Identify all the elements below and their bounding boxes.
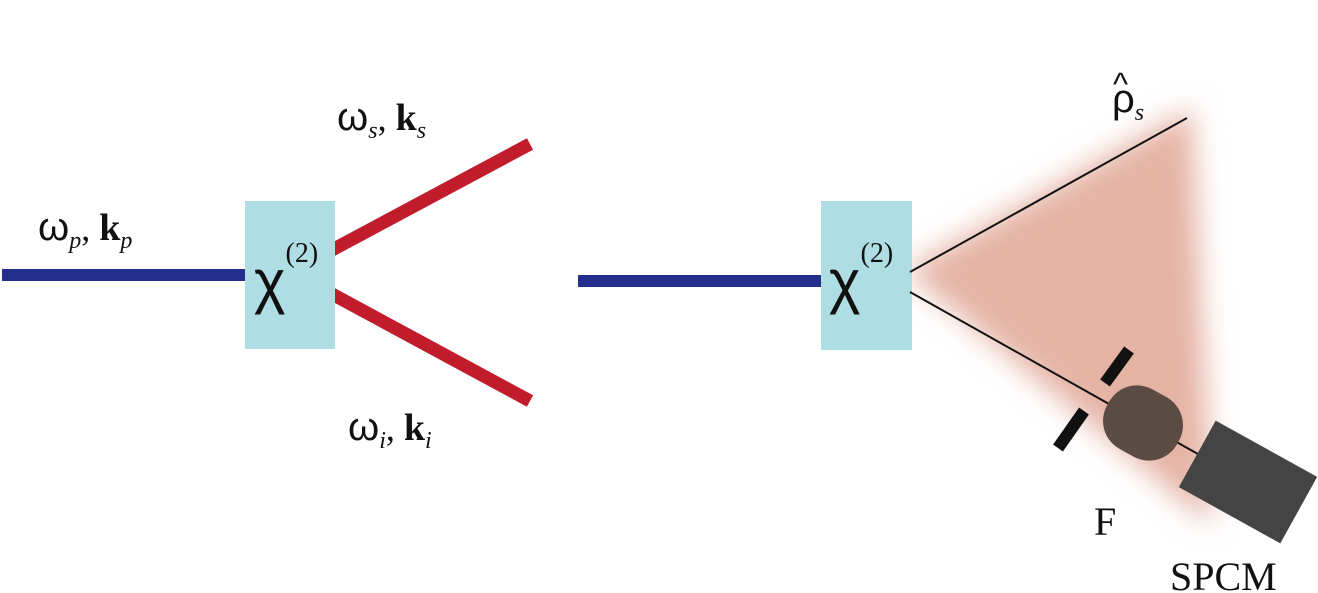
signal-k-sub: s bbox=[417, 118, 426, 144]
filter-label: F bbox=[1094, 499, 1116, 544]
idler-label: ωi, ki bbox=[348, 405, 432, 454]
right-setup: χ(2) ρs ^ F SPCM bbox=[578, 66, 1318, 593]
signal-sep: , bbox=[378, 98, 396, 138]
idler-k-sub: i bbox=[425, 428, 432, 454]
pump-omega-sub: p bbox=[67, 228, 81, 254]
state-sub: s bbox=[1135, 100, 1144, 126]
idler-sep: , bbox=[386, 408, 404, 448]
pump-k: k bbox=[99, 207, 121, 249]
signal-label: ωs, ks bbox=[337, 95, 426, 144]
aperture-bottom bbox=[1053, 407, 1089, 452]
chi-symbol: χ bbox=[254, 248, 286, 315]
state-rho: ρ bbox=[1112, 77, 1135, 121]
chi-order: (2) bbox=[286, 238, 319, 269]
pump-sep: , bbox=[81, 208, 99, 248]
pump-k-sub: p bbox=[118, 228, 132, 254]
state-hat: ^ bbox=[1113, 66, 1128, 102]
chi-order-right: (2) bbox=[861, 238, 894, 269]
idler-k: k bbox=[404, 407, 426, 449]
left-setup: χ(2) ωp, kp ωs, ks ωi, ki bbox=[2, 95, 534, 454]
signal-k: k bbox=[396, 97, 418, 139]
detector-label: SPCM bbox=[1170, 554, 1277, 593]
idler-omega-sub: i bbox=[379, 428, 386, 454]
signal-omega-sub: s bbox=[368, 118, 377, 144]
signal-beam bbox=[328, 138, 534, 256]
aperture-top bbox=[1100, 346, 1134, 387]
detector-icon bbox=[1178, 420, 1318, 544]
idler-beam bbox=[328, 288, 534, 407]
signal-omega: ω bbox=[337, 95, 368, 139]
pump-label: ωp, kp bbox=[38, 205, 132, 254]
emission-glow bbox=[905, 108, 1212, 525]
crystal-left bbox=[245, 201, 335, 349]
pump-omega: ω bbox=[38, 205, 69, 249]
chi-symbol-right: χ bbox=[829, 248, 861, 315]
state-label: ρs bbox=[1112, 77, 1144, 126]
signal-ray-line bbox=[909, 117, 1188, 273]
crystal-left-label: χ(2) bbox=[254, 238, 318, 315]
idler-omega: ω bbox=[348, 405, 379, 449]
crystal-right bbox=[821, 201, 912, 350]
filter-icon bbox=[1103, 385, 1183, 461]
crystal-right-label: χ(2) bbox=[829, 238, 893, 315]
